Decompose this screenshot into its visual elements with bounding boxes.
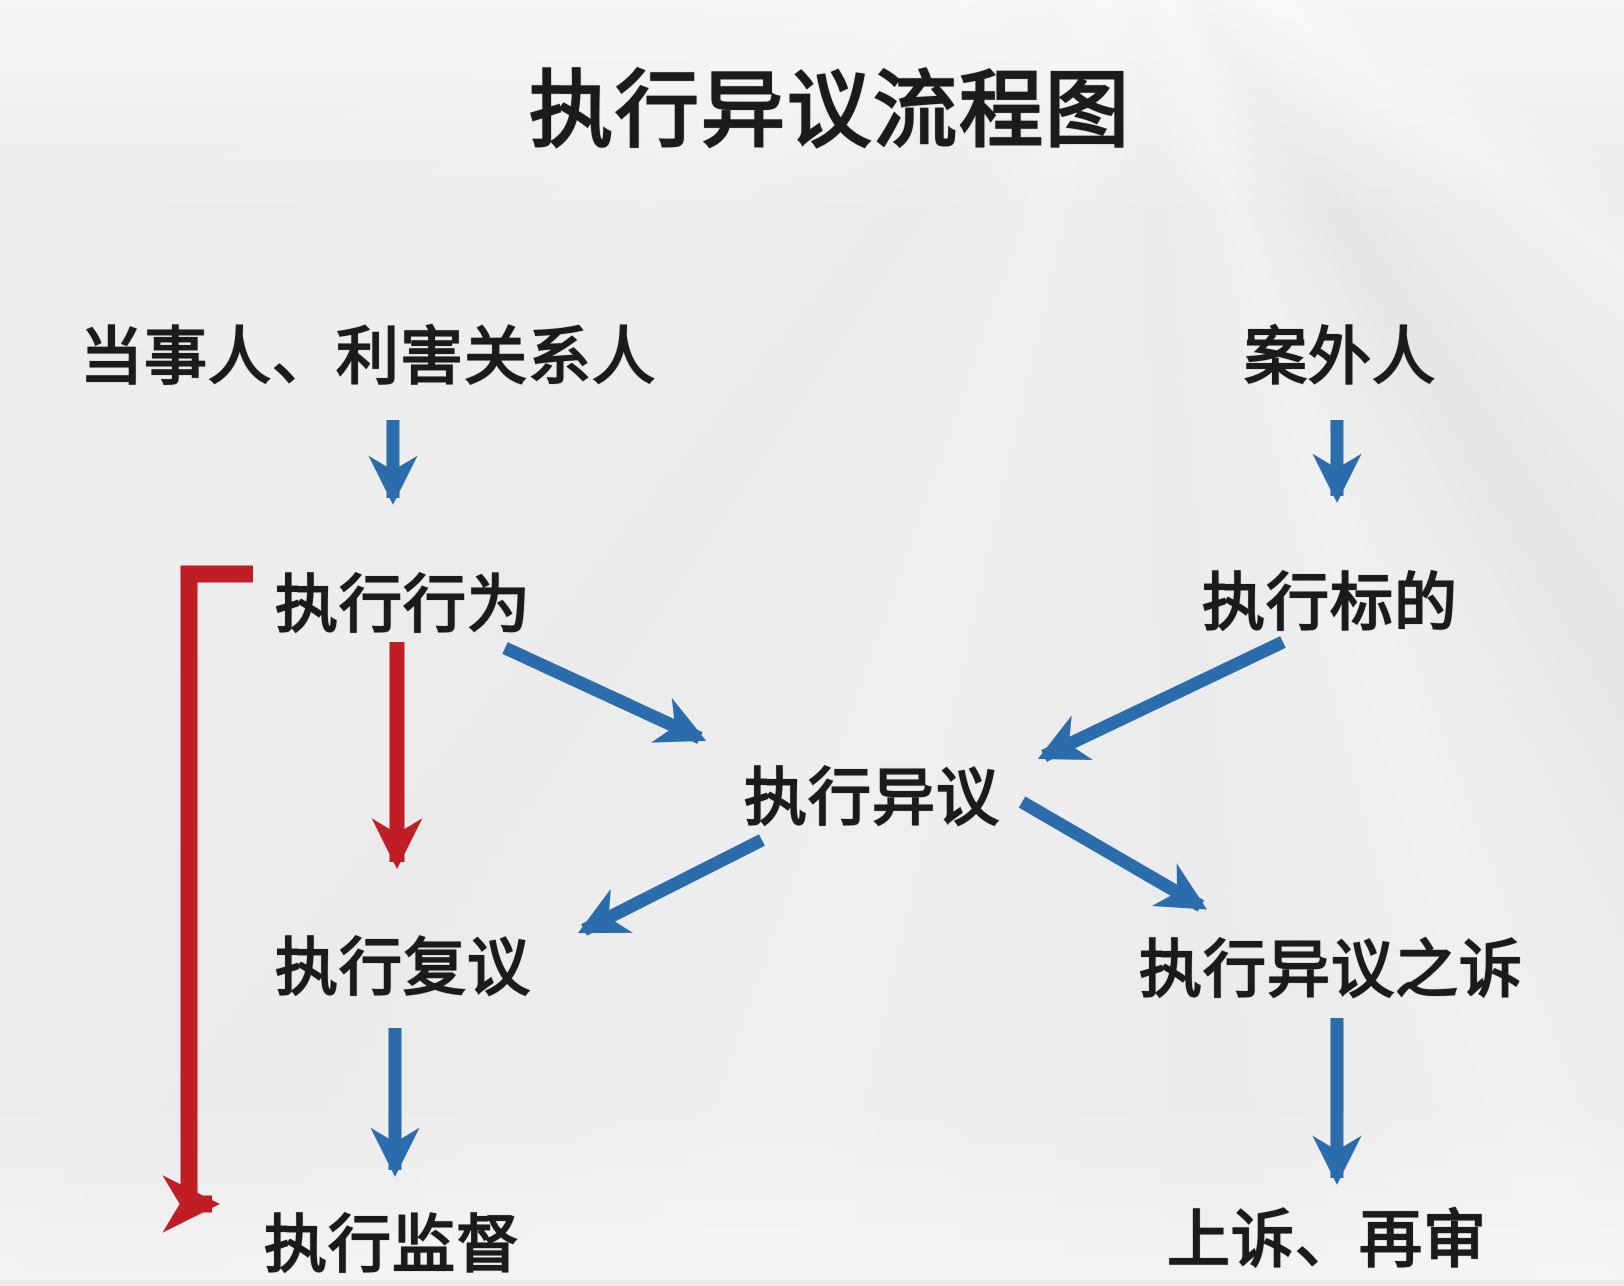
node-execution-act: 执行行为 (275, 570, 531, 641)
node-objection-lawsuit: 执行异议之诉 (1139, 935, 1523, 1006)
diagram-title: 执行异议流程图 (528, 63, 1132, 158)
node-appeal-retrial: 上诉、再审 (1167, 1205, 1487, 1276)
node-execution-supervision: 执行监督 (264, 1210, 520, 1281)
arrow-execution-objection-to-objection-lawsuit (1018, 796, 1207, 912)
arrow-execution-act-to-execution-supervision-red-bracket (162, 565, 253, 1233)
arrow-execution-target-to-execution-objection (1037, 636, 1286, 762)
arrow-execution-act-to-execution-objection (502, 642, 707, 744)
node-outsider: 案外人 (1244, 322, 1436, 393)
node-execution-reconsideration: 执行复议 (275, 933, 531, 1004)
node-parties: 当事人、利害关系人 (80, 322, 656, 393)
arrow-execution-objection-to-execution-reconsideration (577, 834, 765, 936)
node-execution-objection: 执行异议 (744, 763, 1000, 834)
node-execution-target: 执行标的 (1202, 568, 1458, 639)
